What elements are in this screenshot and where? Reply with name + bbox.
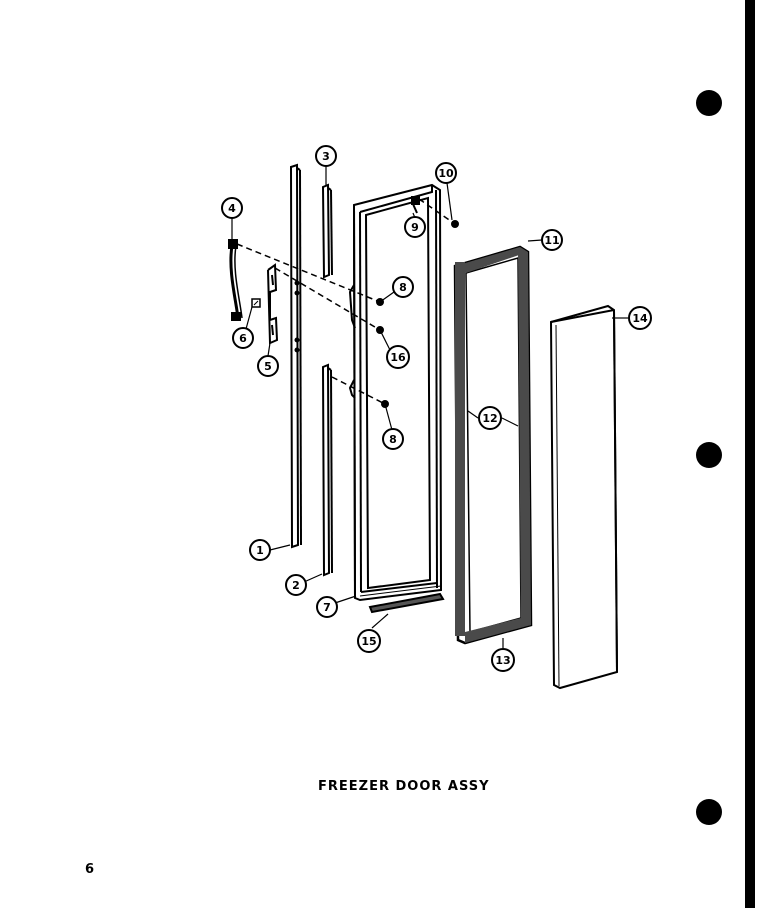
svg-text:11: 11 bbox=[544, 234, 559, 247]
callout-5: 5 bbox=[257, 355, 279, 377]
svg-text:5: 5 bbox=[264, 360, 272, 373]
callout-6: 6 bbox=[232, 327, 254, 349]
svg-text:13: 13 bbox=[495, 654, 510, 667]
leader-lines bbox=[231, 166, 628, 648]
svg-text:8: 8 bbox=[389, 433, 397, 446]
svg-text:14: 14 bbox=[632, 312, 648, 325]
svg-text:15: 15 bbox=[361, 635, 376, 648]
svg-text:8: 8 bbox=[399, 281, 407, 294]
callout-8-upper: 8 bbox=[392, 276, 414, 298]
part-7-door-frame bbox=[348, 183, 443, 602]
callout-7: 7 bbox=[316, 596, 338, 618]
callout-10: 10 bbox=[435, 162, 457, 184]
svg-text:10: 10 bbox=[438, 167, 454, 180]
part-3-upper-trim bbox=[321, 183, 333, 279]
page-edge-bar bbox=[745, 0, 755, 908]
svg-text:12: 12 bbox=[482, 412, 497, 425]
binder-hole-bottom bbox=[696, 799, 722, 825]
svg-text:3: 3 bbox=[322, 150, 330, 163]
callout-14: 14 bbox=[628, 306, 652, 330]
part-2-lower-trim bbox=[321, 363, 333, 577]
callout-11: 11 bbox=[541, 229, 563, 251]
callout-4: 4 bbox=[221, 197, 243, 219]
callout-1: 1 bbox=[249, 539, 271, 561]
callout-2: 2 bbox=[285, 574, 307, 596]
callout-8-lower: 8 bbox=[382, 428, 404, 450]
svg-text:6: 6 bbox=[239, 332, 247, 345]
part-1-hinge-strip bbox=[289, 163, 302, 549]
assembly-dashed-lines bbox=[236, 198, 456, 405]
callout-15: 15 bbox=[357, 629, 381, 653]
diagram-caption: FREEZER DOOR ASSY bbox=[318, 779, 490, 794]
part-14-door-panel bbox=[549, 304, 619, 690]
svg-text:7: 7 bbox=[323, 601, 331, 614]
svg-text:4: 4 bbox=[228, 202, 236, 215]
part-9-screw bbox=[411, 196, 420, 214]
binder-hole-top bbox=[696, 90, 722, 116]
svg-text:16: 16 bbox=[390, 351, 406, 364]
part-11-gasket bbox=[453, 245, 533, 645]
callout-13: 13 bbox=[491, 648, 515, 672]
part-15-bottom-strip bbox=[368, 592, 445, 614]
svg-text:2: 2 bbox=[292, 579, 300, 592]
callout-9: 9 bbox=[404, 216, 426, 238]
callout-3: 3 bbox=[315, 145, 337, 167]
svg-text:1: 1 bbox=[256, 544, 264, 557]
callout-12: 12 bbox=[478, 406, 502, 430]
part-4-handle bbox=[228, 239, 243, 321]
binder-hole-middle bbox=[696, 442, 722, 468]
page-number: 6 bbox=[85, 862, 95, 877]
callout-16: 16 bbox=[386, 345, 410, 369]
part-5-bracket bbox=[267, 263, 279, 345]
part-6-clip bbox=[251, 298, 261, 308]
svg-text:9: 9 bbox=[411, 221, 419, 234]
